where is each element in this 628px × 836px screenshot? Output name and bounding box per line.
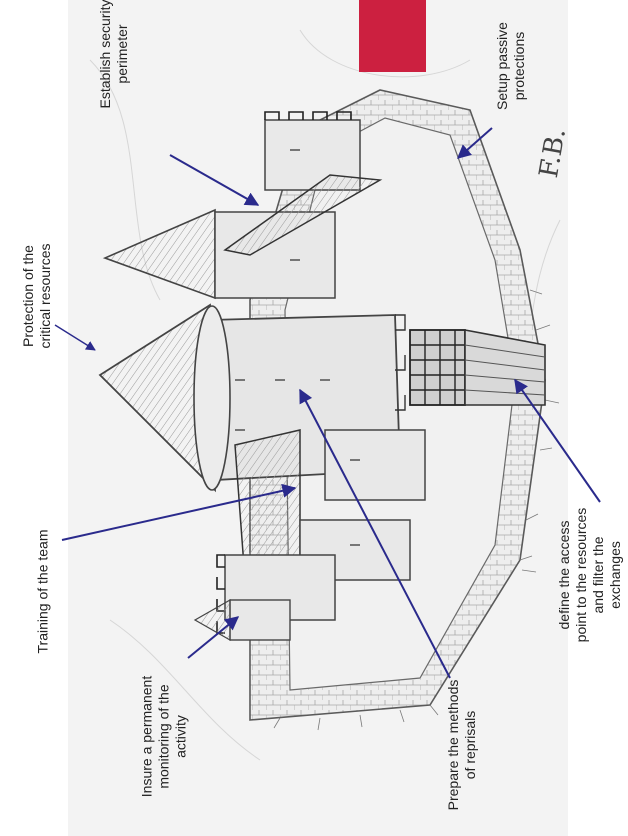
arrow-monitoring — [188, 617, 238, 658]
arrow-security-perimeter — [170, 155, 258, 205]
arrow-passive-protections — [458, 128, 492, 158]
arrow-reprisals — [300, 390, 450, 678]
label-reprisals: Prepare the methods of reprisals — [445, 665, 479, 825]
arrow-protection-critical — [55, 325, 95, 350]
label-monitoring: Insure a permanent monitoring of the act… — [139, 667, 190, 807]
arrow-training — [62, 488, 295, 540]
label-protection-critical: Protection of the critical resources — [20, 226, 54, 366]
label-access-point: define the access point to the resources… — [556, 490, 624, 660]
label-training-team: Training of the team — [35, 522, 52, 662]
label-passive-protections: Setup passive protections — [494, 11, 528, 121]
arrow-access-point — [515, 380, 600, 502]
label-security-perimeter: Establish security perimeter — [97, 0, 131, 119]
